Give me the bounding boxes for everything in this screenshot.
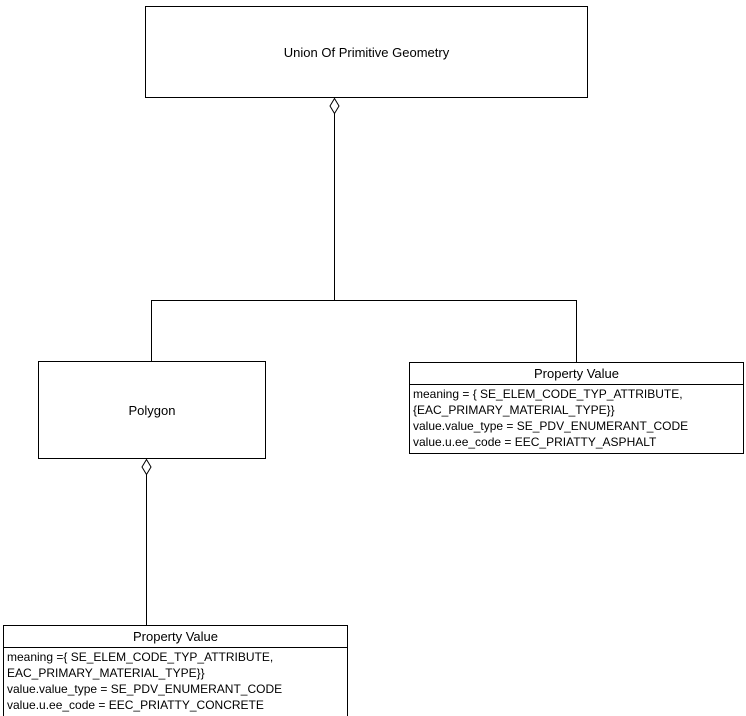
attribute-row: EAC_PRIMARY_MATERIAL_TYPE}} bbox=[7, 666, 205, 680]
node-title-property-value-asphalt: Property Value bbox=[410, 363, 743, 385]
attribute-row: meaning = { SE_ELEM_CODE_TYP_ATTRIBUTE, bbox=[413, 387, 683, 401]
connector-union-bus bbox=[151, 300, 577, 301]
node-polygon[interactable]: Polygon bbox=[38, 361, 266, 459]
node-property-value-asphalt[interactable]: Property Value meaning = { SE_ELEM_CODE_… bbox=[409, 362, 744, 454]
aggregation-diamond-polygon-icon bbox=[140, 458, 153, 476]
connector-union-to-polygon bbox=[151, 300, 152, 361]
connector-union-stem bbox=[334, 113, 335, 301]
node-attributes-property-value-concrete: meaning ={ SE_ELEM_CODE_TYP_ATTRIBUTE, E… bbox=[4, 648, 347, 713]
node-property-value-concrete[interactable]: Property Value meaning ={ SE_ELEM_CODE_T… bbox=[3, 625, 348, 716]
connector-polygon-to-property-value-concrete bbox=[146, 474, 147, 625]
attribute-row: {EAC_PRIMARY_MATERIAL_TYPE}} bbox=[413, 403, 615, 417]
attribute-row: value.value_type = SE_PDV_ENUMERANT_CODE bbox=[413, 419, 689, 433]
attribute-row: meaning ={ SE_ELEM_CODE_TYP_ATTRIBUTE, bbox=[7, 650, 274, 664]
node-title-polygon: Polygon bbox=[128, 402, 176, 418]
node-attributes-property-value-asphalt: meaning = { SE_ELEM_CODE_TYP_ATTRIBUTE, … bbox=[410, 385, 743, 450]
attribute-row: value.u.ee_code = EEC_PRIATTY_ASPHALT bbox=[413, 435, 657, 449]
node-title-property-value-concrete: Property Value bbox=[4, 626, 347, 648]
connector-union-to-property-value-asphalt bbox=[576, 300, 577, 362]
node-title-union-of-primitive-geometry: Union Of Primitive Geometry bbox=[283, 44, 450, 60]
attribute-row: value.value_type = SE_PDV_ENUMERANT_CODE bbox=[7, 682, 283, 696]
attribute-row: value.u.ee_code = EEC_PRIATTY_CONCRETE bbox=[7, 698, 264, 712]
node-union-of-primitive-geometry[interactable]: Union Of Primitive Geometry bbox=[145, 6, 588, 98]
aggregation-diamond-union-icon bbox=[328, 97, 341, 115]
